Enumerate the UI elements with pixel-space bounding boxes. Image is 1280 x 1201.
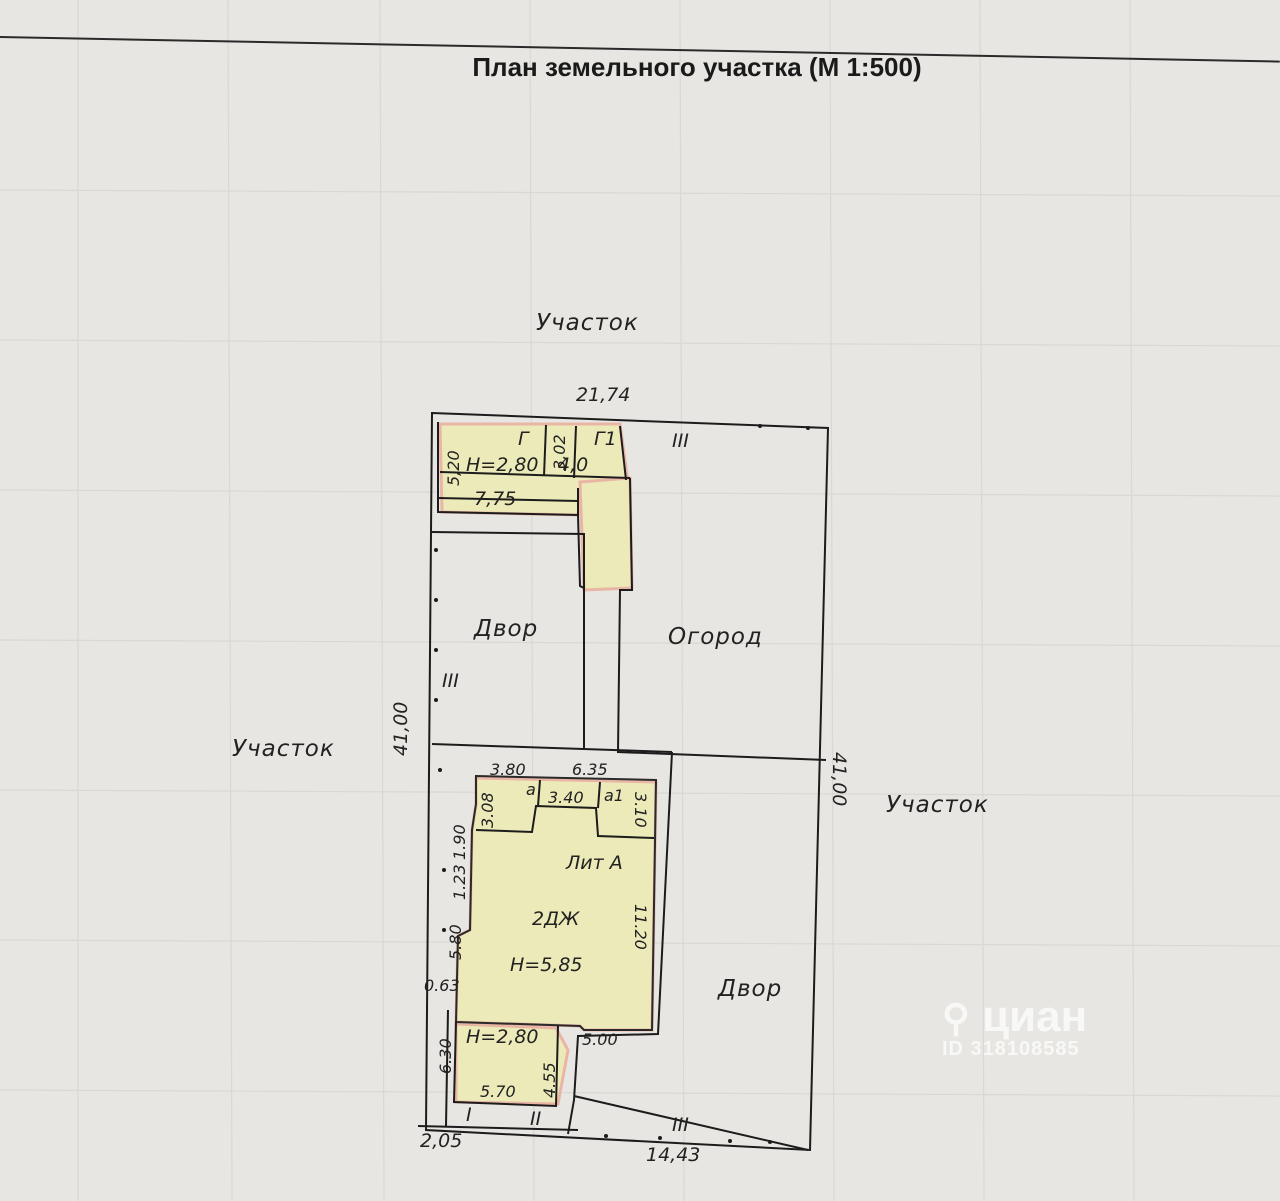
neighbor-right-label: Участок	[886, 792, 989, 818]
house-height: Н=5,85	[510, 954, 583, 976]
dim-left: 41,00	[390, 701, 412, 756]
garage-annex-letter: Г1	[594, 428, 617, 450]
garage-width: 7,75	[474, 488, 517, 510]
porch-a1-label: а1	[604, 786, 624, 805]
dim-11-20: 11.20	[631, 904, 650, 950]
garage-letter: Г	[518, 428, 529, 450]
house-type: 2ДЖ	[532, 908, 580, 930]
zone-yard-lower: Двор	[718, 976, 783, 1002]
extension-height: Н=2,80	[466, 1026, 539, 1048]
neighbor-top-label: Участок	[536, 310, 639, 336]
dim-3-10: 3.10	[631, 792, 650, 828]
dim-5-00: 5.00	[582, 1030, 618, 1049]
page-title: План земельного участка (М 1:500)	[472, 52, 922, 82]
dim-3-08: 3.08	[478, 792, 497, 828]
dim-right: 41,00	[828, 752, 850, 807]
fence-mark-bottom-left-1: I	[466, 1104, 472, 1126]
dim-1-90: 1.90	[450, 824, 469, 860]
dim-bottom-right: 14,43	[646, 1144, 701, 1166]
fence-mark-bottom-left-2: II	[530, 1108, 542, 1130]
location-pin-icon: ⚲	[942, 998, 970, 1040]
dim-3-80: 3.80	[490, 760, 526, 779]
extension-depth: 4.55	[540, 1062, 559, 1098]
fence-mark-bottom-right: III	[672, 1114, 689, 1136]
dim-top: 21,74	[576, 384, 631, 406]
watermark-id: ID 318108585	[942, 1038, 1080, 1060]
extension-building	[454, 1022, 570, 1106]
dim-0-63: 0.63	[424, 976, 460, 995]
watermark: ⚲ циан ID 318108585	[942, 992, 1087, 1061]
zone-garden: Огород	[668, 624, 763, 650]
watermark-brand: ⚲ циан	[942, 992, 1088, 1041]
fence-mark-left: III	[442, 670, 459, 692]
dim-3-40: 3.40	[548, 788, 584, 807]
zone-yard-upper: Двор	[474, 616, 539, 642]
garage-outline	[437, 422, 579, 517]
extension-width: 5.70	[480, 1082, 516, 1101]
dim-6-35: 6.35	[572, 760, 608, 779]
porch-a-label: а	[526, 780, 536, 799]
neighbor-left-label: Участок	[232, 736, 335, 762]
garage-height: Н=2,80	[466, 454, 539, 476]
dim-1-23: 1.23	[450, 864, 469, 900]
plot-boundary	[424, 411, 830, 1152]
dim-6-30: 6.30	[436, 1038, 455, 1074]
garage-annex-height: 3,02	[550, 434, 569, 470]
garage-depth: 5,20	[444, 450, 463, 486]
fence-mark-top: III	[672, 430, 689, 452]
garage-annex-width: 4,0	[558, 454, 589, 476]
dim-bottom-left: 2,05	[420, 1130, 463, 1152]
passage-fill	[578, 476, 634, 592]
house-name: Лит А	[566, 852, 623, 874]
dim-5-80: 5.80	[446, 924, 465, 960]
